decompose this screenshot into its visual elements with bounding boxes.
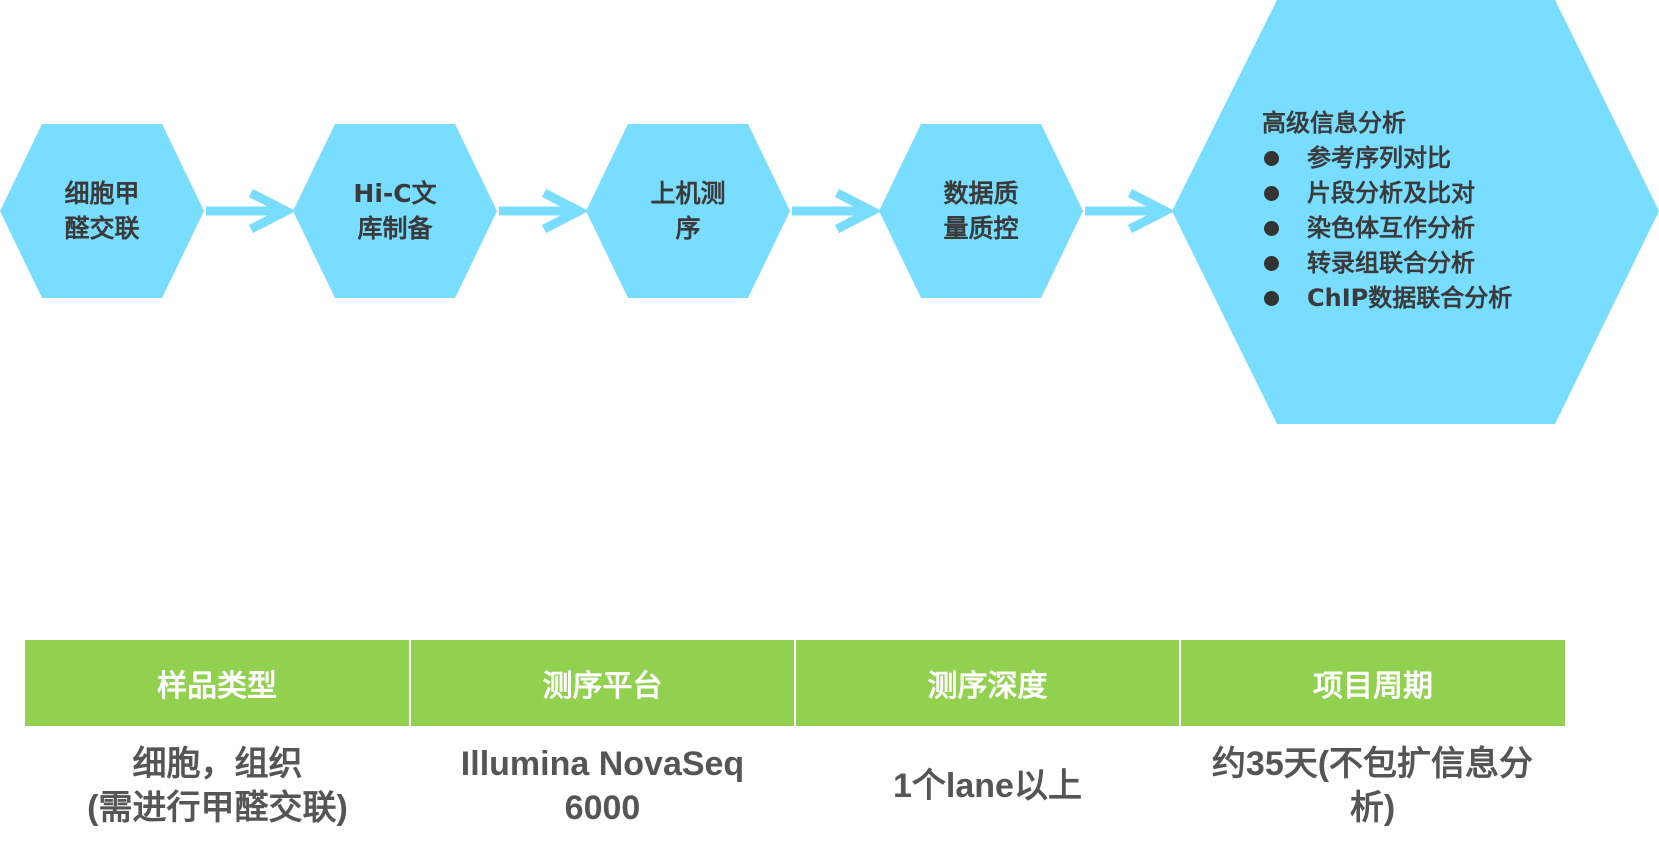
step-label-line: 量质控 — [943, 214, 1019, 243]
bullet-icon — [1264, 256, 1279, 271]
analysis-block: 高级信息分析 参考序列对比 片段分析及比对 染色体互作分析 转录组联合分析 Ch… — [1262, 106, 1602, 316]
bullet-icon — [1264, 151, 1279, 166]
step-label-3: 上机测 序 — [608, 176, 768, 246]
arrow-2 — [499, 188, 589, 234]
analysis-item-label: ChIP数据联合分析 — [1307, 284, 1513, 312]
arrow-4 — [1085, 188, 1175, 234]
step-label-line: 序 — [675, 214, 701, 243]
table-row: 细胞，组织 (需进行甲醛交联) Illumina NovaSeq 6000 1个… — [25, 726, 1565, 846]
arrow-3 — [792, 188, 882, 234]
step-label-line: 细胞甲 — [64, 179, 140, 208]
cell-line: 析) — [1349, 789, 1396, 827]
analysis-item-label: 片段分析及比对 — [1307, 179, 1475, 207]
step-hexagon-3 — [586, 124, 790, 298]
step-hexagon-1 — [0, 124, 204, 298]
table-header-row: 样品类型 测序平台 测序深度 项目周期 — [25, 640, 1565, 726]
cell-line: Illumina NovaSeq — [460, 745, 745, 783]
cell-line: 1个lane以上 — [893, 767, 1082, 805]
bullet-icon — [1264, 186, 1279, 201]
analysis-item: ChIP数据联合分析 — [1262, 281, 1602, 316]
analysis-item: 染色体互作分析 — [1262, 211, 1602, 246]
step-label-line: 上机测 — [650, 179, 726, 208]
header-cycle: 项目周期 — [1179, 640, 1565, 726]
step-label-4: 数据质 量质控 — [901, 176, 1061, 246]
workflow-diagram — [0, 0, 1659, 424]
analysis-hexagon — [1172, 0, 1659, 424]
step-label-2: Hi-C文 库制备 — [315, 176, 475, 246]
cell-sample-type: 细胞，组织 (需进行甲醛交联) — [25, 726, 410, 846]
step-label-line: 库制备 — [357, 214, 433, 243]
step-hexagon-4 — [879, 124, 1083, 298]
step-hexagon-2 — [293, 124, 497, 298]
info-table: 样品类型 测序平台 测序深度 项目周期 细胞，组织 (需进行甲醛交联) Illu… — [25, 640, 1565, 846]
cell-line: 细胞，组织 — [132, 745, 303, 783]
step-label-line: Hi-C文 — [353, 179, 437, 208]
cell-cycle: 约35天(不包扩信息分 析) — [1180, 726, 1565, 846]
cell-line: 6000 — [564, 789, 641, 827]
analysis-title: 高级信息分析 — [1262, 109, 1406, 137]
bullet-icon — [1264, 221, 1279, 236]
header-sample-type: 样品类型 — [25, 640, 410, 726]
step-label-line: 醛交联 — [64, 214, 140, 243]
step-label-1: 细胞甲 醛交联 — [22, 176, 182, 246]
analysis-item: 片段分析及比对 — [1262, 176, 1602, 211]
header-depth: 测序深度 — [794, 640, 1180, 726]
cell-line: (需进行甲醛交联) — [87, 789, 348, 827]
cell-line: 约35天(不包扩信息分 — [1211, 745, 1534, 783]
arrow-1 — [206, 188, 296, 234]
analysis-item: 参考序列对比 — [1262, 141, 1602, 176]
header-platform: 测序平台 — [409, 640, 795, 726]
analysis-item-label: 参考序列对比 — [1307, 144, 1451, 172]
analysis-item: 转录组联合分析 — [1262, 246, 1602, 281]
step-label-line: 数据质 — [943, 179, 1019, 208]
analysis-item-label: 转录组联合分析 — [1307, 249, 1475, 277]
cell-depth: 1个lane以上 — [795, 726, 1180, 846]
bullet-icon — [1264, 291, 1279, 306]
cell-platform: Illumina NovaSeq 6000 — [410, 726, 795, 846]
analysis-item-label: 染色体互作分析 — [1307, 214, 1475, 242]
